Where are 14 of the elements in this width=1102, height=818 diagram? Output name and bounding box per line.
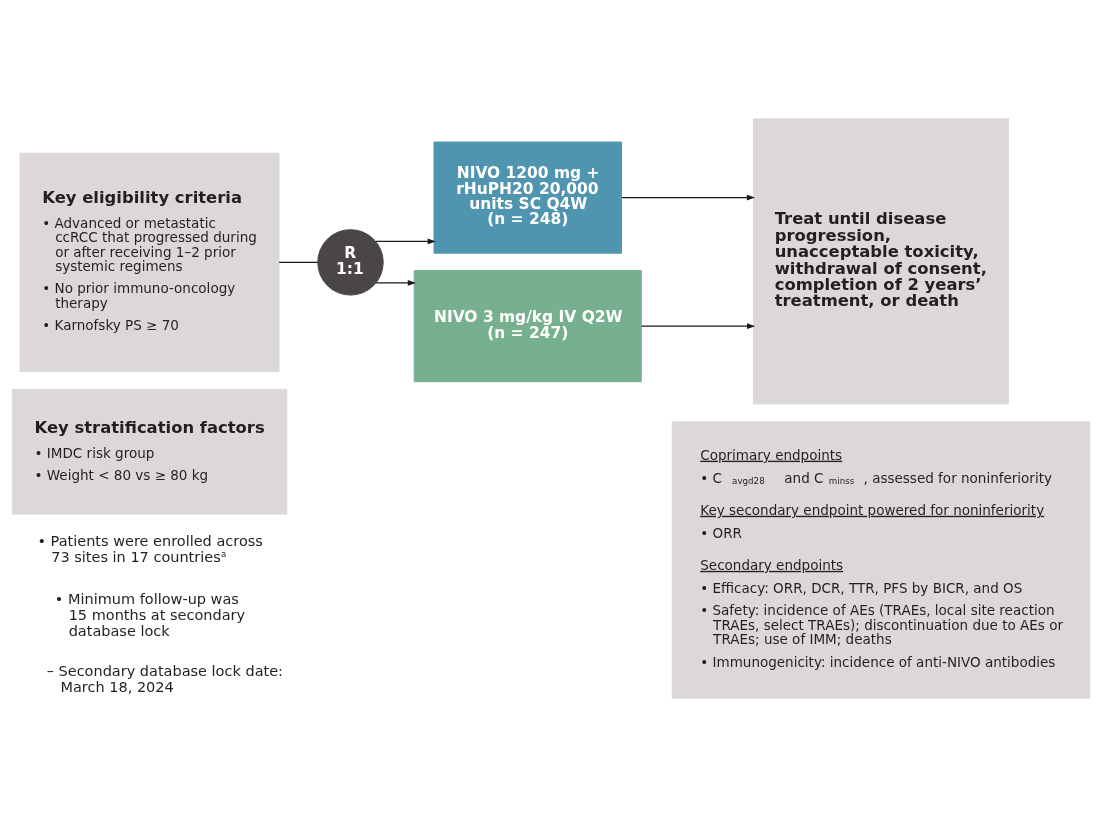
node-box: Key eligibility criteria • Advanced or metastatic ccRCC that progressed during or after receiving 1–2 prior systemic regimens • No prior immuno-oncology therapy • Karnofsky PS ≥ 70 — [19, 152, 280, 372]
arrow — [375, 238, 436, 244]
arrow — [375, 279, 416, 286]
node-box: Treat until disease progression, unacceptable toxicity, withdrawal of consent, completion of 2 years’ treatment, or death — [752, 117, 1009, 404]
node-box: Key stratification factors • IMDC risk group • Weight < 80 vs ≥ 80 kg — [11, 388, 288, 515]
arrow — [640, 322, 756, 329]
node-box: NIVO 3 mg/kg IV Q2W (n = 247) — [413, 269, 642, 382]
label: – Secondary database lock date: March 18, 2024 — [46, 662, 284, 695]
label: • Patients were enrolled across 73 sites in 17 countries$^{a}$ — [37, 532, 263, 565]
node-circle: R 1:1 — [317, 228, 384, 296]
connector — [278, 261, 319, 263]
label: • Minimum follow-up was 15 months at secondary database lock — [54, 590, 246, 639]
arrow — [621, 194, 755, 200]
node-box: NIVO 1200 mg + rHuPH20 20,000 units SC Q4W (n = 248) — [433, 141, 622, 254]
